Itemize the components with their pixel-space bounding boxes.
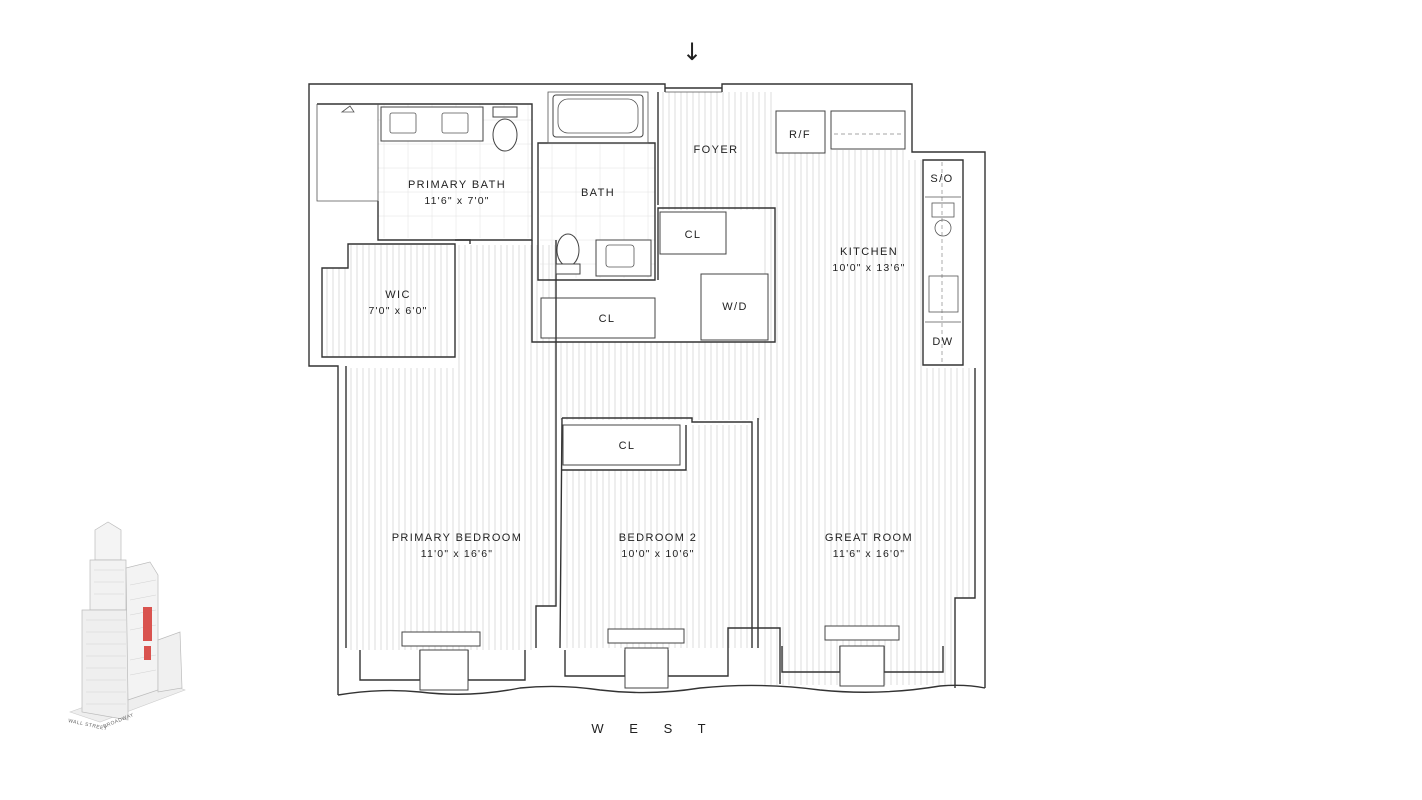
great-room-label: GREAT ROOM	[825, 532, 913, 544]
room-labels: PRIMARY BATH 11'6" x 7'0" BATH FOYER CL …	[368, 129, 953, 560]
exterior-walls	[308, 83, 986, 696]
primary-bedroom-label: PRIMARY BEDROOM	[392, 532, 523, 544]
closet-foyer-label: CL	[685, 229, 702, 241]
wic-dims: 7'0" x 6'0"	[368, 305, 427, 317]
interior-walls	[316, 91, 976, 688]
fixtures	[340, 94, 959, 691]
stove-oven-label: S/O	[930, 173, 953, 185]
unit-highlight-lower	[144, 646, 151, 660]
foyer-label: FOYER	[694, 144, 739, 156]
entry-arrow-icon: ↓	[682, 38, 702, 66]
bedroom-2-label: BEDROOM 2	[619, 532, 698, 544]
wic-label: WIC	[385, 289, 411, 301]
dishwasher-label: DW	[932, 336, 953, 348]
unit-highlight	[143, 607, 152, 641]
washer-dryer-label: W/D	[722, 301, 748, 313]
kitchen-label: KITCHEN	[840, 246, 898, 258]
primary-bath-label: PRIMARY BATH	[408, 179, 506, 191]
kitchen-dims: 10'0" x 13'6"	[832, 262, 905, 274]
bath-label: BATH	[581, 187, 615, 199]
great-room-dims: 11'6" x 16'0"	[833, 548, 905, 560]
orientation-label: W E S T	[591, 721, 716, 736]
closet-bedroom2-label: CL	[619, 440, 636, 452]
refrigerator-label: R/F	[789, 129, 811, 141]
closet-hall-label: CL	[599, 313, 616, 325]
key-plan-building: WALL STREET BROADWAY	[68, 521, 186, 732]
primary-bath-dims: 11'6" x 7'0"	[424, 195, 489, 207]
primary-bedroom-dims: 11'0" x 16'6"	[421, 548, 493, 560]
bedroom-2-dims: 10'0" x 10'6"	[621, 548, 694, 560]
